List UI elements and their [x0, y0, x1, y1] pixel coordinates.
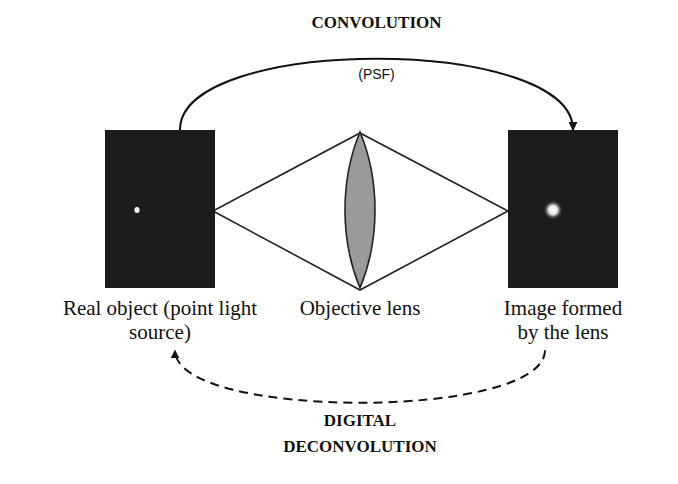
dashed-arrow [175, 350, 545, 403]
image-node: Image formed by the lens [488, 130, 638, 348]
node-caption: Objective lens [290, 296, 430, 320]
node-caption: Real object (point light source) [45, 296, 275, 344]
edge-label: CONVOLUTION [308, 10, 444, 36]
node-caption: Image formed by the lens [497, 296, 629, 344]
psf-note: (PSF) [356, 66, 397, 82]
object-square [105, 130, 215, 288]
curved-arrow [180, 59, 573, 130]
lens-shape [290, 130, 430, 290]
light-spot [508, 130, 618, 288]
object-node: Real object (point light source) [40, 130, 280, 348]
light-spot [105, 130, 215, 288]
lens-node: Objective lens [290, 130, 430, 324]
image-square [508, 130, 618, 288]
edge-label: DIGITAL DECONVOLUTION [272, 408, 448, 459]
light-cone [213, 133, 508, 290]
